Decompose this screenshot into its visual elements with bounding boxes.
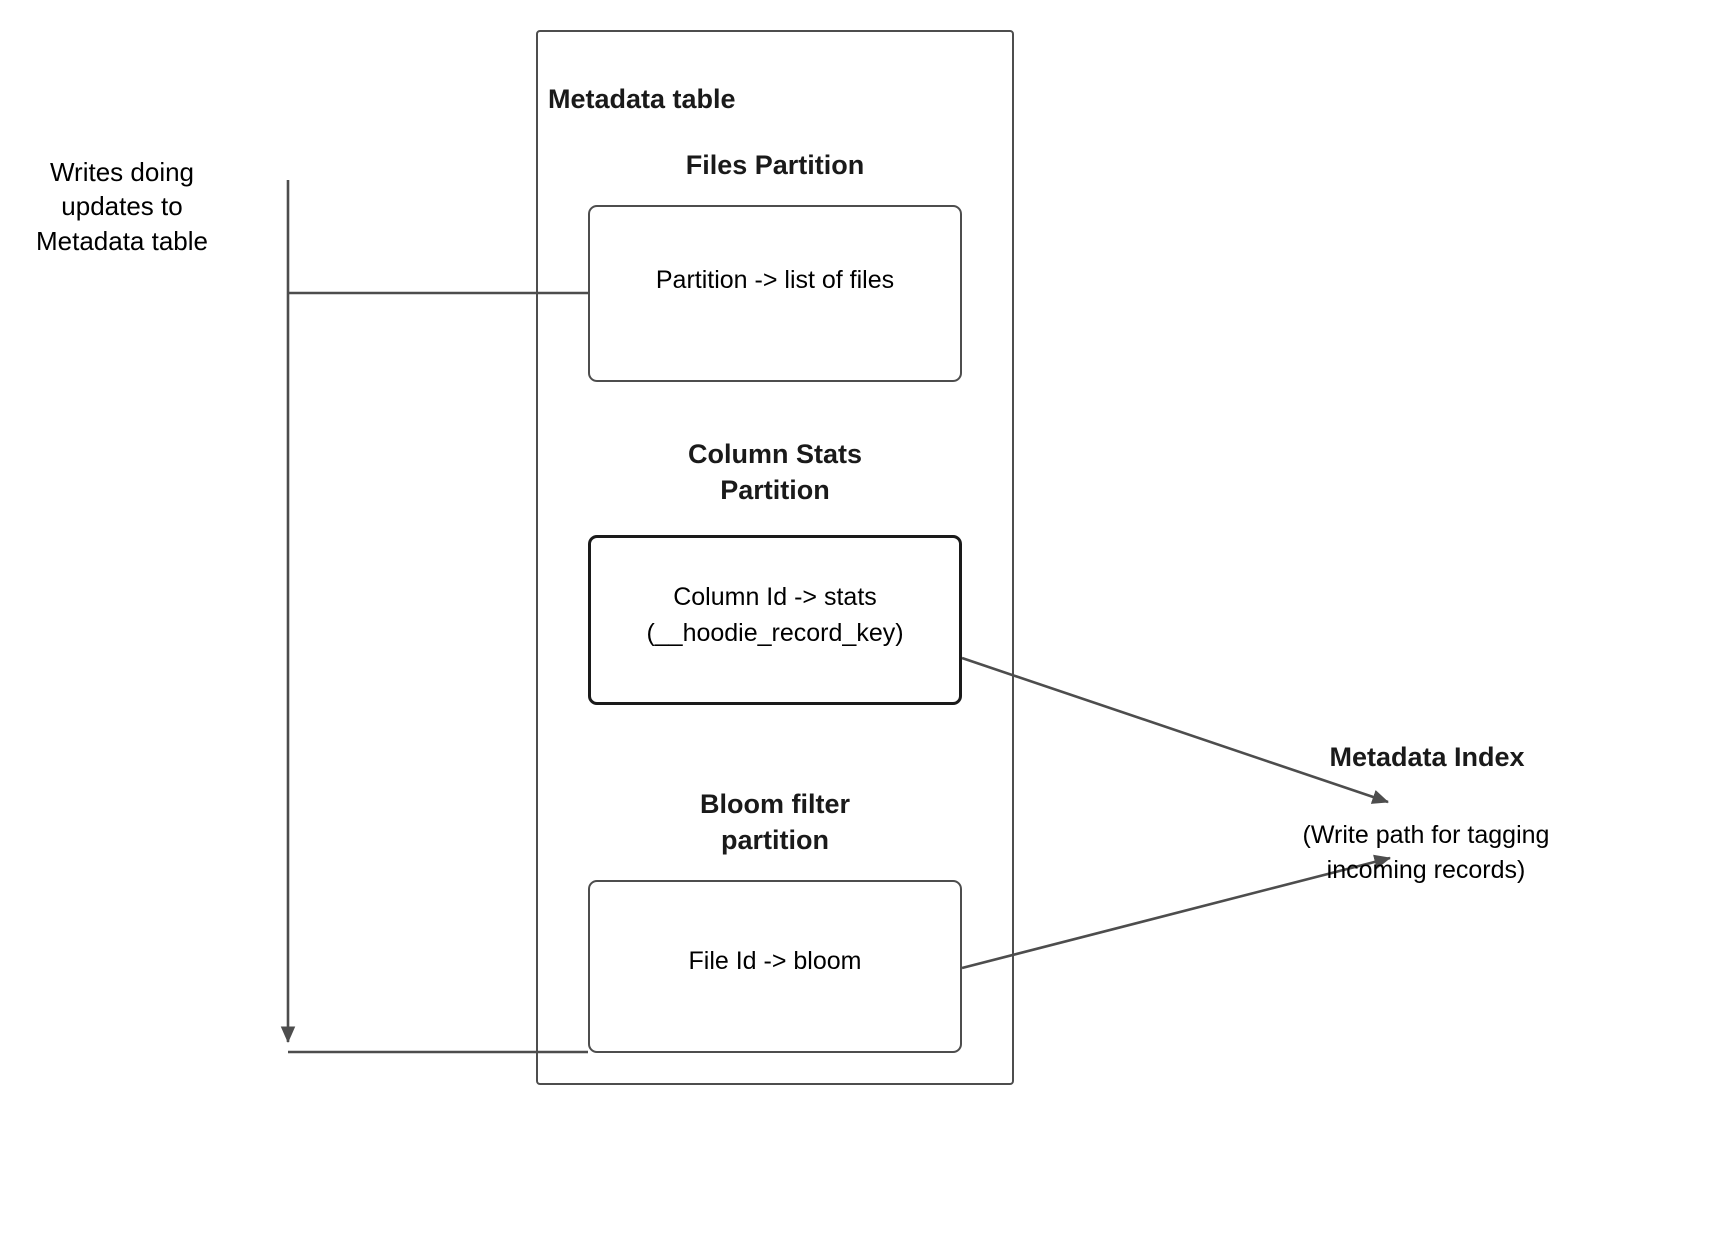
metadata-table-title: Metadata table (548, 84, 736, 114)
files-partition-box: Partition -> list of files (588, 205, 962, 382)
colstats-to-index-arrow (961, 656, 1389, 804)
files-partition-box-label: Partition -> list of files (655, 266, 895, 294)
bloom-filter-partition-heading: Bloom filter partition (699, 789, 850, 855)
column-stats-partition-heading: Column Stats Partition (687, 439, 862, 505)
metadata-index-caption: (Write path for tagging incoming records… (1302, 821, 1557, 884)
bloom-filter-partition-box-label: File Id -> bloom (688, 947, 862, 975)
column-stats-partition-box: Column Id -> stats (__hoodie_record_key) (588, 535, 962, 705)
column-stats-partition-box-label: Column Id -> stats (__hoodie_record_key) (646, 583, 904, 647)
metadata-table-container (536, 30, 1014, 1085)
files-partition-heading: Files Partition (685, 150, 865, 180)
bloom-to-index-arrow (961, 854, 1391, 970)
writes-annotation-label: Writes doing updates to Metadata table (35, 157, 208, 256)
metadata-index-title: Metadata Index (1329, 742, 1525, 772)
bloom-filter-partition-box: File Id -> bloom (588, 880, 962, 1053)
